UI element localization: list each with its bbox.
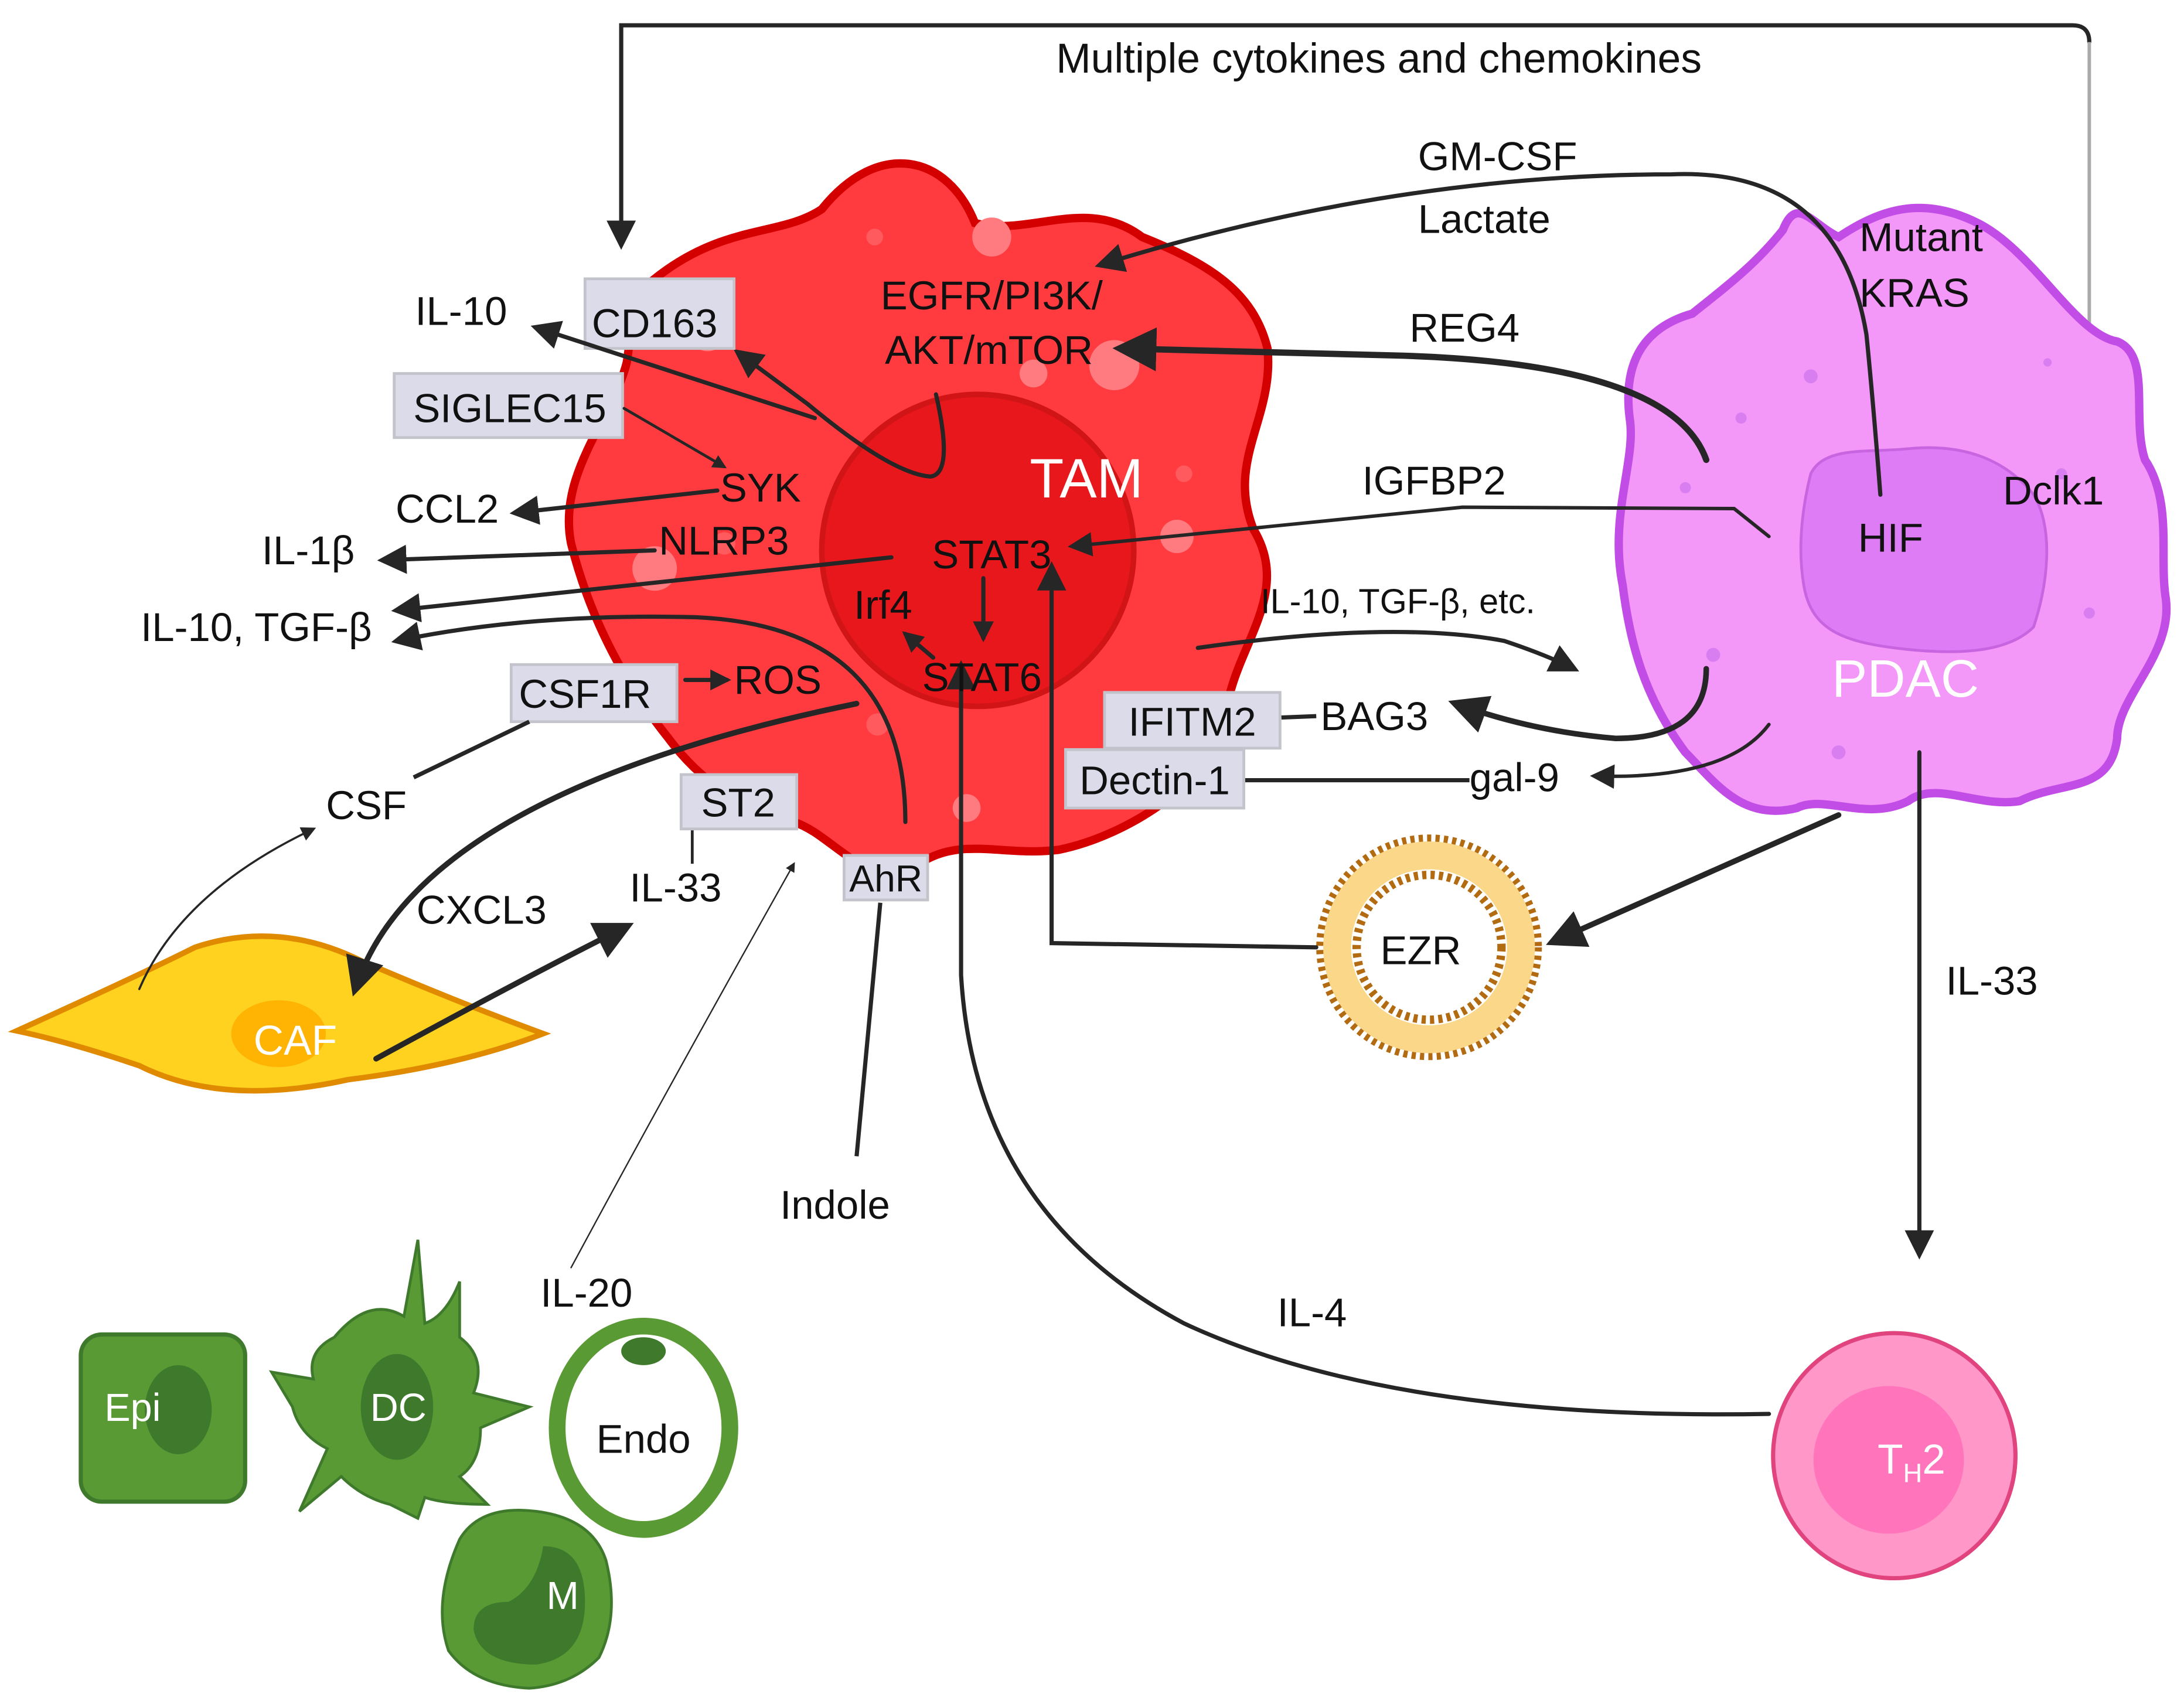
il4-arrow — [946, 660, 1771, 1417]
pdac-granules — [1679, 358, 2095, 759]
il20-label: IL-20 — [540, 1270, 632, 1315]
cxcl3-label: CXCL3 — [417, 887, 547, 932]
stat6-to-irf4-arrow — [902, 631, 936, 660]
csf1r-label: CSF1R — [519, 671, 651, 717]
ahr-indole-link — [854, 902, 883, 1157]
il10-tgfb-label-1: IL-10, TGF-β — [141, 605, 372, 650]
gmcsf-lactate-arrow — [1095, 172, 1883, 497]
feedback-label: Multiple cytokines and chemokines — [1056, 35, 1702, 82]
il1b-arrow — [377, 544, 657, 574]
ezr-label: EZR — [1381, 928, 1461, 973]
syk-label: SYK — [720, 465, 801, 510]
il10-tgfb-etc-arrow — [1195, 629, 1579, 671]
il33-left-label: IL-33 — [629, 865, 721, 910]
nlrp3-label: NLRP3 — [659, 518, 789, 563]
igfbp2-label: IGFBP2 — [1362, 458, 1506, 503]
st2-label: ST2 — [701, 780, 775, 825]
ccl2-arrow — [509, 488, 720, 525]
siglec15-receptor — [393, 372, 624, 439]
stat3-il10-tgfb-arrow — [391, 555, 894, 623]
cxcl3-arrow — [346, 701, 860, 997]
th2-label: TH2 — [1878, 1436, 1946, 1488]
igfbp2-arrow — [1067, 505, 1771, 557]
ifitm2-label: IFITM2 — [1129, 699, 1256, 744]
egfr-loop-arrow — [733, 349, 946, 479]
il10-tgfb-etc-label: IL-10, TGF-β, etc. — [1260, 581, 1535, 621]
ahr-receptor — [843, 854, 929, 902]
il1b-label: IL-1β — [262, 528, 355, 573]
hif-label: HIF — [1858, 516, 1923, 561]
indole-label: Indole — [780, 1182, 890, 1228]
il20-arrow — [570, 862, 795, 1269]
cd163-receptor — [583, 277, 736, 350]
ezr-to-stat3-arrow — [1037, 561, 1318, 950]
pdac-nucleus — [1799, 446, 2049, 653]
ifitm2-bag3-link — [1281, 714, 1317, 720]
tam-label: TAM — [1030, 448, 1143, 510]
gal9-label: gal-9 — [1470, 755, 1559, 800]
ros-label: ROS — [734, 657, 822, 703]
tam-nucleus — [819, 391, 1137, 710]
macrophage-cell — [441, 1509, 613, 1690]
th2-cell — [1771, 1331, 2018, 1581]
dectin1-receptor — [1064, 748, 1245, 810]
csf-label: CSF — [326, 783, 407, 828]
bag3-label: BAG3 — [1320, 694, 1428, 739]
irf4-label: Irf4 — [854, 582, 912, 628]
ifitm2-receptor — [1103, 691, 1282, 750]
epi-label: Epi — [104, 1386, 161, 1430]
il10-top-arrow — [530, 321, 817, 421]
ezr-vesicle — [1316, 834, 1542, 1061]
endo-cell — [548, 1318, 738, 1538]
kras-label: KRAS — [1859, 270, 1970, 315]
siglec15-to-syk-arrow — [622, 407, 727, 469]
gmcsf-label: GM-CSF — [1418, 134, 1577, 179]
ccl2-label: CCL2 — [396, 486, 499, 531]
st2-receptor — [679, 773, 798, 831]
il4-label: IL-4 — [1277, 1290, 1347, 1335]
siglec15-label: SIGLEC15 — [413, 386, 606, 431]
csf1r-receptor — [509, 663, 679, 724]
ahr-label: AhR — [849, 858, 922, 900]
il10-tgfb-curve-arrow — [391, 614, 908, 824]
tam-cell — [564, 159, 1273, 876]
dc-label: DC — [370, 1386, 427, 1430]
epi-cell — [79, 1332, 247, 1504]
macrophage-label: M — [547, 1574, 579, 1618]
lactate-label: Lactate — [1418, 196, 1551, 241]
reg4-arrow — [1112, 327, 1710, 463]
mutant-label: Mutant — [1859, 214, 1983, 260]
dclk1-label: Dclk1 — [2003, 468, 2104, 513]
cd163-label: CD163 — [592, 301, 718, 346]
caf-label: CAF — [254, 1017, 338, 1064]
caf-to-il33-arrow — [373, 923, 634, 1062]
caf-to-csf-arrow — [138, 827, 316, 990]
gal9-arrow — [1590, 722, 1771, 789]
dectin1-label: Dectin-1 — [1079, 758, 1230, 803]
pdac-label: PDAC — [1832, 649, 1979, 708]
pdac-cell — [1614, 203, 2171, 815]
caf-cell — [8, 933, 551, 1094]
reg4-label: REG4 — [1409, 305, 1519, 350]
stat3-label: STAT3 — [932, 532, 1051, 577]
egfr-label-line2: AKT/mTOR — [885, 328, 1093, 373]
stat6-label: STAT6 — [922, 654, 1042, 700]
egfr-label-line1: EGFR/PI3K/ — [881, 273, 1103, 318]
endo-label: Endo — [597, 1417, 691, 1462]
bag3-arrow — [1448, 666, 1709, 741]
csf1r-csf-link — [413, 720, 530, 779]
pdac-to-ezr-arrow — [1546, 812, 1842, 947]
il10-top-label: IL-10 — [415, 288, 507, 333]
dc-cell — [268, 1239, 534, 1521]
il33-right-label: IL-33 — [1946, 959, 2038, 1004]
